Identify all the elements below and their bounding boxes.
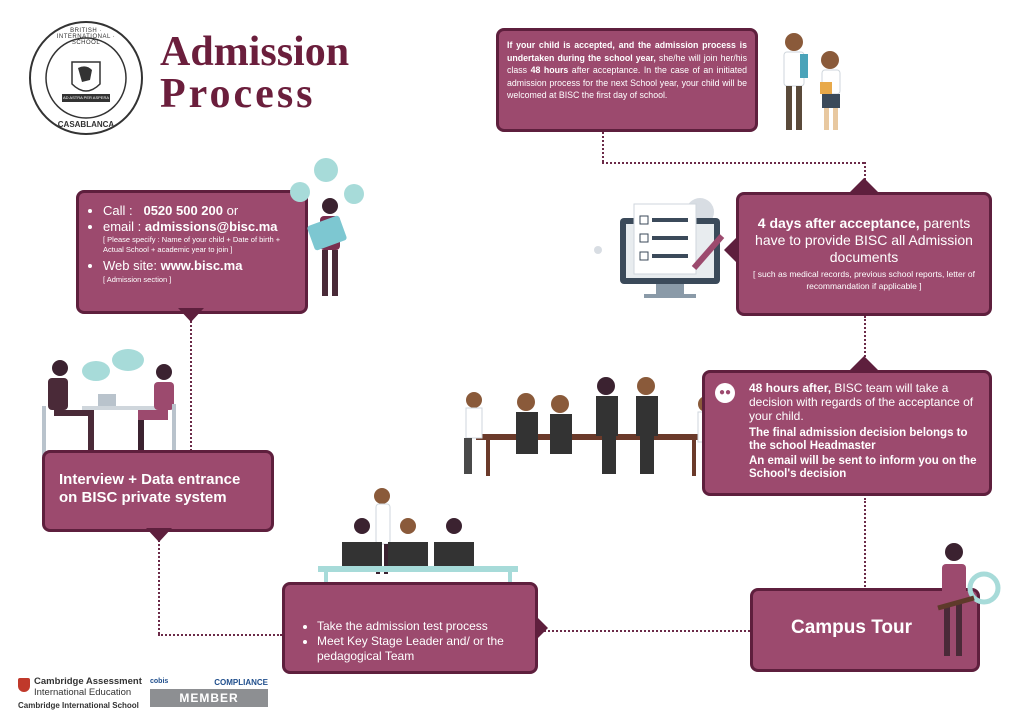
cambridge-line1: Cambridge Assessment [34,676,142,687]
test-item-2: Meet Key Stage Leader and/ or the pedago… [317,634,525,664]
school-logo: BRITISH · INTERNATIONAL · SCHOOL AD ASTR… [28,20,144,136]
documents-note: [ such as medical records, previous scho… [752,269,976,291]
admission-test-box: Take the admission test process Meet Key… [282,582,538,674]
contact-email: email : admissions@bisc.ma [ Please spec… [103,219,295,255]
decision-headmaster: The final admission decision belongs to … [749,427,968,452]
computer-checklist-illustration [590,194,730,306]
connector-line [864,316,866,368]
logo-bottom-text: CASABLANCA [57,120,115,129]
web-note: [ Admission section ] [103,275,172,284]
connector-line [602,162,864,164]
phone-number[interactable]: 0520 500 200 [143,203,223,218]
accepted-text: If your child is accepted, and the admis… [507,40,747,101]
page-title-line2: Process [160,71,316,117]
interview-illustration [38,346,188,461]
connector-line [864,162,866,192]
contact-box: Call : 0520 500 200 or email : admission… [76,190,308,314]
students-illustration [772,30,852,134]
website-link[interactable]: www.bisc.ma [160,258,243,273]
email-link[interactable]: admissions@bisc.ma [144,219,278,234]
test-box-pointer [536,616,548,640]
contact-web: Web site: www.bisc.ma [ Admission sectio… [103,258,295,285]
contact-box-pointer [178,308,204,322]
documents-text: 4 days after acceptance, parents have to… [755,215,973,265]
contact-call: Call : 0520 500 200 or [103,203,295,219]
connector-line [864,498,866,590]
cambridge-shield-icon [18,678,30,692]
woman-with-magnifier-illustration [926,540,1006,664]
member-badge: MEMBER [150,689,268,707]
interview-box-pointer [146,528,172,542]
documents-box-pointer [724,238,736,262]
cobis-text: cobis [150,678,169,685]
meeting-table-illustration [456,374,732,478]
connector-line [190,318,192,458]
people-icon: ●● [715,383,735,403]
logo-top-text: BRITISH · INTERNATIONAL · SCHOOL [56,28,116,46]
email-note: [ Please specify : Name of your child + … [103,235,281,254]
connector-line [540,630,750,632]
interview-box: Interview + Data entrance on BISC privat… [42,450,274,532]
connector-line [158,540,160,634]
cambridge-line2: International Education [34,687,132,698]
decision-email: An email will be sent to inform you on t… [749,455,977,480]
cambridge-line3: Cambridge International School [18,701,139,710]
woman-with-tablet-illustration [284,156,376,306]
classroom-test-illustration [318,484,518,586]
connector-line [158,634,282,636]
interview-text: Interview + Data entrance on BISC privat… [59,471,241,506]
test-item-1: Take the admission test process [317,619,525,634]
documents-box-top-pointer [850,178,878,192]
connector-line [602,132,604,162]
cobis-logo: cobis COMPLIANCE MEMBER [150,678,268,712]
accepted-box: If your child is accepted, and the admis… [496,28,758,132]
campus-tour-box: Campus Tour [750,588,980,672]
decision-text: 48 hours after, BISC team will take a de… [749,381,974,423]
page-title-line1: Admission [160,29,350,75]
campus-tour-text: Campus Tour [791,617,913,638]
documents-box: 4 days after acceptance, parents have to… [736,192,992,316]
compliance-text: COMPLIANCE [214,678,268,687]
decision-box: ●● 48 hours after, BISC team will take a… [702,370,992,496]
cambridge-logo: Cambridge Assessment International Educa… [18,674,148,714]
logo-motto: AD ASTRA PER ASPERA [62,95,110,100]
decision-box-pointer [850,356,878,370]
